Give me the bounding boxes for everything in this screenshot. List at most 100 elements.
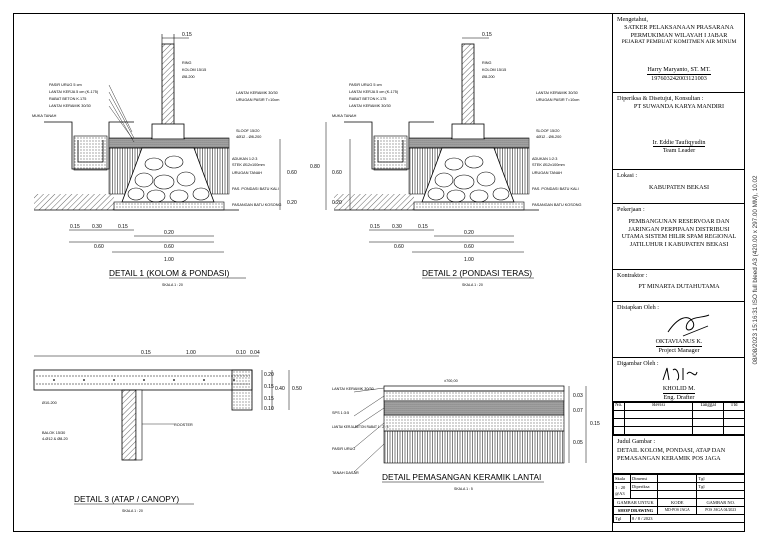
d2-dim-b2: 0.15 [418, 224, 428, 230]
d3-top-2: 0.10 [236, 350, 246, 356]
d1-dim-b4: 0.20 [164, 230, 174, 236]
rev-header-no: No. [613, 402, 625, 411]
footer-table: Skala Dimensi Tgl 1 : 20 @A3 Diperiksa T… [613, 474, 745, 523]
prepared-signature [667, 314, 710, 337]
d3-side-5: 0.10 [264, 406, 274, 412]
prepared-name-wrap: OKTAVIANUS K. [617, 338, 741, 347]
d1-note-left-3: LANTAI KERAMIK 30/30 [49, 104, 91, 108]
drawing-title-value: DETAIL KOLOM, PONDASI, ATAP DAN PEMASANG… [617, 446, 726, 462]
d2-note-r-8: PASANGAN BATU KOSONG [532, 203, 581, 207]
owner-name-wrap: Harry Maryanto, ST. MT. [617, 66, 741, 75]
d1-note-r-1: URUGAN PASIR T=10cm [236, 98, 279, 102]
d1-side-0: 0.60 [287, 170, 297, 176]
d2-dim-b4: 0.20 [464, 230, 474, 236]
prepared-name: OKTAVIANUS K. [655, 337, 703, 347]
d2-dim-b1: 0.30 [392, 224, 402, 230]
drawn-heading: Digambar Oleh : [617, 360, 659, 367]
d2-note-left-0: PASIR URUG 5 cm [349, 83, 382, 87]
d1-dim-b0: 0.15 [70, 224, 80, 230]
d1-dim-b5: 1.00 [164, 257, 174, 263]
d4-label-2: LANTAI KERJA BETON RABAT 1 : 2 : 3 [332, 425, 389, 429]
owner-heading: Mengetahui, [617, 16, 649, 23]
footer-date: 8 / 8 / 2023 [630, 514, 745, 523]
d2-top-dim: 0.15 [482, 32, 492, 38]
d2-note-r-5: STEK Ø12x100mm [532, 163, 565, 167]
detail-2: 0.15 0.80 0.60 0.20 [279, 32, 581, 287]
d4-top-dim: ±700,00 [444, 379, 458, 383]
d1-note-r-8: PASANGAN BATU KOSONG [232, 203, 281, 207]
d2-muka-tanah: MUKA TANAH [332, 114, 357, 118]
d4-side-1: 0.07 [573, 408, 583, 414]
owner-line-2: PEJABAT PEMBUAT KOMITMEN AIR MINUM [621, 39, 737, 46]
drawing-area: 0.15 [32, 32, 600, 513]
d4-label-4: TANAH DASAR [332, 471, 359, 475]
prepared-block: Disiapkan Oleh : OKTAVIANUS K. Project M… [613, 302, 745, 358]
d2-note-r-2: SLOOF 15/20 [536, 129, 559, 133]
d1-scale: SKALA 1 : 20 [162, 283, 183, 287]
d4-title: DETAIL PEMASANGAN KERAMIK LANTAI [382, 472, 541, 482]
d3-side-3: 0.50 [292, 386, 302, 392]
d2-note-r-3: 4Ø12 - Ø8-200 [536, 135, 561, 139]
consultant-name: PT SUWANDA KARYA MANDIRI [633, 102, 725, 110]
d3-balok: BALOK 15/30 [42, 431, 65, 435]
d2-note-left-1: LANTAI KERJA 5 cm (K-175) [349, 90, 399, 94]
footer-kode: KODE [656, 498, 698, 507]
footer-tgl-label-1: Tgl [696, 474, 745, 483]
d2-note-rt-0: RING [482, 61, 492, 65]
d4-side-2: 0.05 [573, 440, 583, 446]
footer-gambar-no: GAMBAR NO. [696, 498, 745, 507]
contractor-block: Kontraktor : PT MINARTA DUTAHUTAMA [613, 270, 745, 302]
d2-dim-b0: 0.15 [370, 224, 380, 230]
d1-note-r-0: LANTAI KERAMIK 30/30 [236, 91, 278, 95]
rev-row [613, 426, 745, 435]
d4-label-1: SPS 1:3:5 [332, 411, 349, 415]
d1-note-rt-0: RING [182, 61, 192, 65]
rev-header-ttd: Ttd [723, 402, 745, 411]
prepared-heading: Disiapkan Oleh : [617, 304, 659, 311]
d2-title: DETAIL 2 (PONDASI TERAS) [422, 268, 532, 278]
footer-gambar-no-value: POS JAGA 04/2023 [696, 506, 745, 515]
footer-tgl-label-2: Tgl [696, 482, 745, 491]
owner-name: Harry Maryanto, ST. MT. [647, 66, 711, 75]
owner-line-1: PERMUKIMAN WILAYAH I JABAR [630, 31, 728, 39]
d4-label-0: LANTAI KERAMIK 30/30 [332, 387, 374, 391]
footer-date-label: Tgl [613, 514, 631, 523]
consultant-person-wrap: Ir. Eddie Taufiqyudin [617, 139, 741, 148]
d3-top-1: 1.00 [186, 350, 196, 356]
d2-note-r-0: LANTAI KERAMIK 30/30 [536, 91, 578, 95]
footer-shop-drawing: SHOP DRAWING [613, 506, 658, 515]
location-heading: Lokasi : [617, 172, 638, 179]
d4-label-3: PASIR URUG [332, 447, 355, 451]
d4-scale: SKALA 1 : 5 [454, 487, 473, 491]
footer-paper: @A3 [615, 490, 625, 496]
d2-note-rt-2: Ø8-200 [482, 75, 495, 79]
footer-dimensi-label: Dimensi [630, 474, 658, 483]
d3-title: DETAIL 3 (ATAP / CANOPY) [74, 494, 179, 504]
d2-note-left-2: RABAT BETON K.175 [349, 97, 386, 101]
d3-scale: SKALA 1 : 20 [122, 509, 143, 513]
d1-note-r-6: URUGAN TANAH [232, 171, 262, 175]
contractor-value: PT MINARTA DUTAHUTAMA [638, 282, 720, 290]
consultant-role: Team Leader [662, 147, 696, 155]
d2-dim-b6: 0.60 [464, 244, 474, 250]
d1-note-r-2: SLOOF 15/20 [236, 129, 259, 133]
location-block: Lokasi : KABUPATEN BEKASI [613, 170, 745, 204]
d1-dim-b2: 0.15 [118, 224, 128, 230]
sidebar-stamp-wrap: 08/08/2023 15:16:31 ISO full bleed A3 (4… [752, 175, 762, 364]
d1-side-1: 0.20 [287, 200, 297, 206]
d3-top-0: 0.15 [141, 350, 151, 356]
owner-block: Mengetahui, SATKER PELAKSANAAN PRASARANA… [613, 14, 745, 93]
prepared-role: Project Manager [658, 346, 700, 354]
d1-title: DETAIL 1 (KOLOM & PONDASI) [109, 268, 230, 278]
consultant-person: Ir. Eddie Taufiqyudin [652, 138, 706, 148]
d1-note-r-4: ADUKAN 1:2:3 [232, 157, 257, 161]
drawn-name: KHOLID M. [662, 384, 696, 394]
d1-dim-b3: 0.60 [94, 244, 104, 250]
rev-header-revisi: Revisi [624, 402, 693, 411]
rev-header-tanggal: Tanggal [692, 402, 724, 411]
d1-note-left-2: RABAT BETON K.175 [49, 97, 86, 101]
d1-muka-tanah: MUKA TANAH [32, 114, 57, 118]
d1-dim-b1: 0.30 [92, 224, 102, 230]
d2-side-0: 0.80 [310, 164, 320, 170]
d4-side-3: 0.15 [590, 421, 600, 427]
